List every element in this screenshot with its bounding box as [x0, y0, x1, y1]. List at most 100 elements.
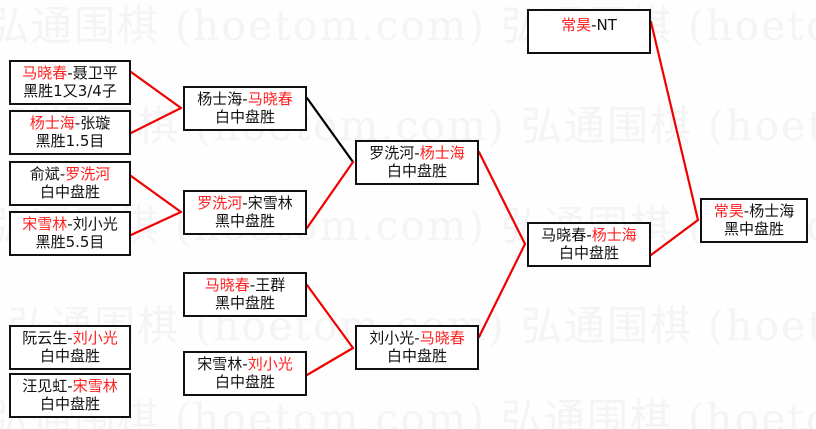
match-result: 白中盘胜 [39, 182, 100, 201]
match-result: 白中盘胜 [39, 394, 100, 413]
player-separator: - [414, 328, 420, 347]
match-players: 常昊-杨士海 [713, 201, 795, 221]
match-players: 罗洗河-杨士海 [369, 143, 465, 163]
player-two: NT [596, 16, 617, 34]
player-one: 汪见虹 [22, 376, 68, 395]
player-separator: - [591, 16, 597, 34]
player-two: 杨士海 [419, 143, 465, 162]
player-separator: - [414, 143, 420, 162]
match-box-r1-m1[interactable]: 马晓春-聂卫平黑胜1又3/4子 [9, 60, 131, 105]
player-separator: - [67, 376, 73, 395]
connector-line-c8 [305, 346, 355, 377]
player-one: 马晓春 [22, 63, 68, 82]
match-box-r1-m5[interactable]: 阮云生-刘小光白中盘胜 [9, 325, 131, 370]
match-result: 黑胜1.5目 [35, 131, 105, 150]
player-separator: - [67, 328, 73, 347]
connector-line-c5 [305, 96, 355, 164]
connector-line-c6 [305, 160, 355, 230]
player-two: 杨士海 [591, 225, 637, 244]
match-result: 白中盘胜 [39, 346, 100, 365]
match-result: 白中盘胜 [558, 243, 619, 262]
match-players: 宋雪林-刘小光 [22, 214, 118, 234]
player-two: 聂卫平 [72, 63, 118, 82]
player-two: 张璇 [80, 113, 111, 132]
player-two: 王群 [255, 275, 286, 294]
player-two: 杨士海 [749, 201, 795, 220]
connector-line-c11 [649, 20, 700, 222]
match-result: 白中盘胜 [386, 346, 447, 365]
player-one: 罗洗河 [369, 143, 415, 162]
match-result: 黑中盘胜 [214, 211, 275, 230]
match-box-r2-m4[interactable]: 宋雪林-刘小光白中盘胜 [183, 351, 307, 396]
match-box-final[interactable]: 常昊-杨士海黑中盘胜 [700, 198, 808, 243]
player-separator: - [67, 63, 73, 82]
match-box-r4-m1[interactable]: 马晓春-杨士海白中盘胜 [527, 222, 651, 267]
player-one: 宋雪林 [197, 354, 243, 373]
player-separator: - [242, 89, 248, 108]
connector-line-c3 [129, 174, 183, 214]
player-separator: - [586, 225, 592, 244]
player-separator: - [59, 164, 66, 183]
connector-line-c7 [305, 283, 355, 350]
player-one: 罗洗河 [197, 193, 243, 212]
connector-line-c2 [129, 106, 183, 135]
match-players: 马晓春-杨士海 [541, 225, 637, 245]
match-box-r1-m2[interactable]: 杨士海-张璇黑胜1.5目 [9, 110, 131, 155]
player-one: 常昊 [561, 16, 592, 34]
connector-line-c9 [477, 150, 527, 246]
player-two: 马晓春 [247, 89, 293, 108]
match-players: 罗洗河-宋雪林 [197, 193, 293, 213]
match-players: 杨士海-马晓春 [197, 89, 293, 109]
player-one: 宋雪林 [22, 214, 68, 233]
watermark-text: 弘通围棋 (hoetom.com) 弘通围棋 (hoetom.com) 弘通围棋 [0, 2, 816, 50]
match-result: 黑胜5.5目 [35, 232, 105, 251]
match-result: 白中盘胜 [214, 372, 275, 391]
connector-line-c10 [477, 242, 527, 339]
match-players: 马晓春-聂卫平 [22, 63, 118, 83]
player-two: 宋雪林 [247, 193, 293, 212]
match-players: 阮云生-刘小光 [22, 328, 118, 348]
match-box-r2-m1[interactable]: 杨士海-马晓春白中盘胜 [183, 86, 307, 131]
match-box-seed-top[interactable]: 常昊-NT [527, 9, 651, 54]
match-players: 常昊-NT [561, 16, 617, 35]
match-result: 黑中盘胜 [723, 219, 784, 238]
player-two: 罗洗河 [65, 164, 111, 183]
match-players: 汪见虹-宋雪林 [22, 376, 117, 396]
player-one: 常昊 [713, 201, 744, 220]
player-two: 刘小光 [247, 354, 293, 373]
connector-line-c12 [649, 218, 700, 257]
player-two: 刘小光 [72, 214, 118, 233]
player-separator: - [67, 214, 73, 233]
match-players: 刘小光-马晓春 [369, 328, 465, 348]
match-box-r3-m2[interactable]: 刘小光-马晓春白中盘胜 [355, 325, 479, 370]
match-result: 黑胜1又3/4子 [23, 81, 117, 100]
player-two: 刘小光 [72, 328, 118, 347]
player-separator: - [249, 275, 256, 294]
player-separator: - [242, 354, 248, 373]
player-one: 阮云生 [22, 328, 68, 347]
match-box-r1-m6[interactable]: 汪见虹-宋雪林白中盘胜 [9, 373, 131, 418]
match-box-r1-m4[interactable]: 宋雪林-刘小光黑胜5.5目 [9, 211, 131, 256]
player-one: 刘小光 [369, 328, 415, 347]
player-separator: - [242, 193, 248, 212]
player-one: 俞斌 [29, 164, 60, 183]
player-two: 马晓春 [419, 328, 465, 347]
match-players: 宋雪林-刘小光 [197, 354, 293, 374]
player-separator: - [743, 201, 750, 220]
player-one: 马晓春 [204, 275, 250, 294]
match-box-r2-m2[interactable]: 罗洗河-宋雪林黑中盘胜 [183, 190, 307, 235]
match-players: 马晓春-王群 [204, 275, 286, 295]
player-one: 马晓春 [541, 225, 587, 244]
match-box-r3-m1[interactable]: 罗洗河-杨士海白中盘胜 [355, 140, 479, 185]
match-result: 白中盘胜 [386, 161, 447, 180]
match-box-r2-m3[interactable]: 马晓春-王群黑中盘胜 [183, 272, 307, 317]
connector-line-c1 [129, 70, 183, 110]
match-players: 俞斌-罗洗河 [29, 164, 111, 184]
match-result: 黑中盘胜 [214, 293, 275, 312]
match-box-r1-m3[interactable]: 俞斌-罗洗河白中盘胜 [9, 161, 131, 206]
match-players: 杨士海-张璇 [29, 113, 111, 133]
player-one: 杨士海 [197, 89, 243, 108]
player-one: 杨士海 [29, 113, 75, 132]
match-result: 白中盘胜 [214, 107, 275, 126]
